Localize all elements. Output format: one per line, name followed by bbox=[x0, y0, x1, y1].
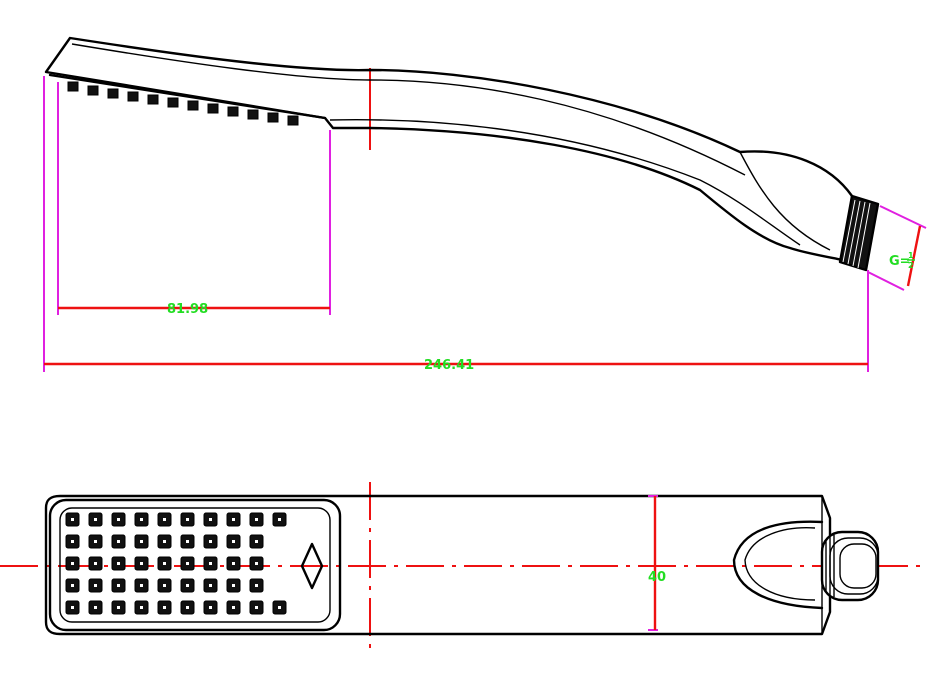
handle-body-inner-line-1 bbox=[71, 43, 746, 176]
nozzle-hole bbox=[94, 540, 97, 543]
nozzle-hole bbox=[163, 584, 166, 587]
nozzle-hole bbox=[232, 606, 235, 609]
nozzle-hole bbox=[209, 562, 212, 565]
side-view: 81.98 246.41 G= 1 2 bbox=[43, 36, 927, 373]
ext-line-thread-bottom bbox=[867, 271, 905, 291]
nozzle-hole bbox=[278, 606, 281, 609]
nozzle-hole bbox=[117, 606, 120, 609]
nozzle-hole bbox=[209, 606, 212, 609]
nozzle-hole bbox=[232, 584, 235, 587]
nozzle-hole bbox=[186, 584, 189, 587]
nozzle-hole bbox=[255, 606, 258, 609]
handle-neck-line bbox=[739, 151, 831, 251]
nozzle-hole bbox=[140, 562, 143, 565]
side-view-nozzles bbox=[48, 73, 327, 126]
nozzle-hole bbox=[209, 518, 212, 521]
top-view-connector-cone bbox=[732, 520, 824, 610]
dim-thread-prefix: G= bbox=[889, 254, 911, 269]
nozzle-hole bbox=[278, 518, 281, 521]
nozzle-hole bbox=[186, 518, 189, 521]
dim-head-width: 40 bbox=[648, 570, 666, 585]
dim-line-thread bbox=[906, 225, 922, 287]
nozzle-hole bbox=[71, 518, 74, 521]
nozzle-hole bbox=[71, 562, 74, 565]
nozzle-hole bbox=[186, 540, 189, 543]
nozzle-hole bbox=[232, 540, 235, 543]
nozzle-hole bbox=[163, 606, 166, 609]
nozzle-hole bbox=[94, 584, 97, 587]
nozzle-hole bbox=[140, 606, 143, 609]
nozzle-hole bbox=[163, 540, 166, 543]
nozzle-hole bbox=[209, 584, 212, 587]
dim-thread-den: 2 bbox=[908, 261, 914, 270]
nozzle-hole bbox=[255, 518, 258, 521]
nozzle-hole bbox=[255, 562, 258, 565]
spray-nozzle-grid bbox=[65, 512, 287, 615]
nozzle-hole bbox=[163, 518, 166, 521]
nozzle-hole bbox=[71, 540, 74, 543]
nozzle-hole bbox=[232, 562, 235, 565]
top-view-thread bbox=[820, 530, 880, 602]
nozzle-hole bbox=[71, 606, 74, 609]
side-view-thread bbox=[838, 194, 880, 272]
nozzle-hole bbox=[163, 562, 166, 565]
dim-overall-length: 246.41 bbox=[424, 358, 474, 373]
nozzle-hole bbox=[117, 584, 120, 587]
dim-spray-face-length: 81.98 bbox=[167, 302, 208, 317]
nozzle-hole bbox=[94, 562, 97, 565]
nozzle-hole bbox=[140, 540, 143, 543]
nozzle-hole bbox=[232, 518, 235, 521]
ext-line-thread-top bbox=[879, 205, 927, 229]
spray-plate-inner bbox=[59, 507, 331, 623]
spray-face-line bbox=[48, 73, 327, 120]
nozzle-hole bbox=[186, 606, 189, 609]
spray-mode-diamond bbox=[300, 542, 324, 590]
nozzle-hole bbox=[117, 562, 120, 565]
top-view: 40 bbox=[0, 482, 928, 648]
handle-body-outline bbox=[44, 36, 854, 264]
nozzle-hole bbox=[255, 540, 258, 543]
nozzle-hole bbox=[140, 584, 143, 587]
spray-plate-outer bbox=[48, 498, 342, 632]
dim-thread-num: 1 bbox=[908, 251, 914, 260]
nozzle-hole bbox=[94, 606, 97, 609]
top-view-connector-cone-inner bbox=[744, 527, 816, 601]
nozzle-hole bbox=[94, 518, 97, 521]
nozzle-hole bbox=[117, 540, 120, 543]
nozzle-hole bbox=[186, 562, 189, 565]
top-view-body-outline bbox=[44, 494, 832, 636]
handle-body-inner-line-2 bbox=[329, 119, 801, 246]
nozzle-hole bbox=[209, 540, 212, 543]
nozzle-hole bbox=[71, 584, 74, 587]
nozzle-hole bbox=[117, 518, 120, 521]
nozzle-hole bbox=[255, 584, 258, 587]
nozzle-hole bbox=[140, 518, 143, 521]
dim-thread-spec: G= 1 2 bbox=[889, 251, 915, 270]
